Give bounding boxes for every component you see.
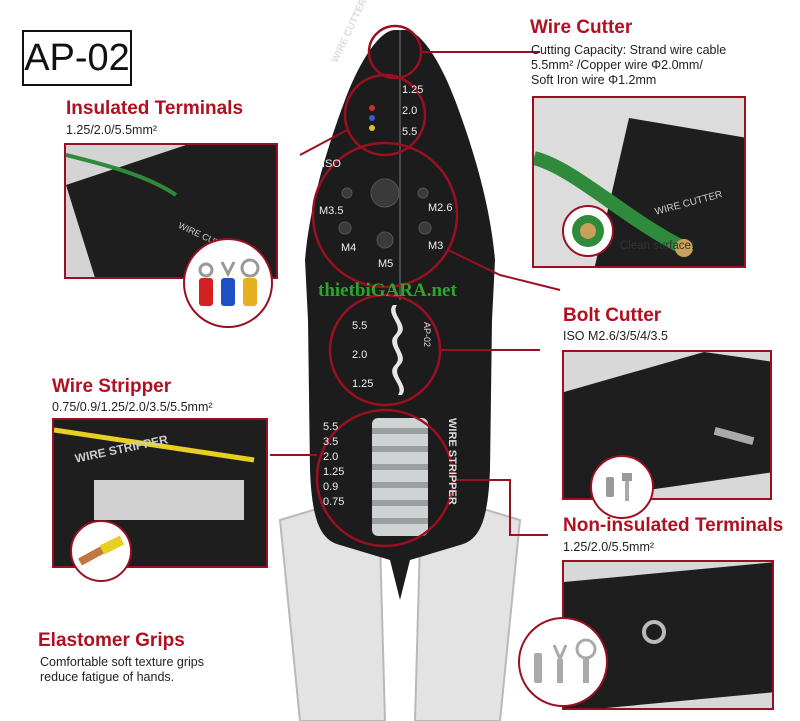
bolt-image bbox=[606, 473, 632, 501]
grips-line1: Comfortable soft texture grips bbox=[40, 655, 204, 669]
crimp-slot bbox=[391, 305, 404, 395]
stripped-wire-image bbox=[78, 535, 125, 566]
stripper-label: 3.5 bbox=[323, 436, 339, 448]
crimp-label: 2.0 bbox=[402, 105, 418, 117]
wire-stripper-bubble bbox=[70, 520, 132, 582]
callout-stripper bbox=[315, 408, 455, 548]
wire-cross-section bbox=[572, 215, 604, 247]
tool-body bbox=[305, 30, 495, 600]
tool-crimp-labels: 1.25 2.0 5.5 bbox=[402, 80, 423, 143]
bolt-cutter-bubble bbox=[590, 455, 654, 519]
wire-cutter-photo bbox=[534, 98, 744, 266]
watermark: thietbiGARA.net bbox=[318, 280, 457, 301]
wire-cutter-desc: Cutting Capacity: Strand wire cable 5.5m… bbox=[531, 43, 726, 88]
grips-desc: Comfortable soft texture grips reduce fa… bbox=[40, 655, 204, 685]
bolt-cutter-title: Bolt Cutter bbox=[563, 305, 662, 326]
stripper-label: 0.9 bbox=[323, 481, 339, 493]
non-insulated-title: Non-insulated Terminals bbox=[563, 515, 784, 536]
callout-insulated bbox=[343, 73, 427, 157]
wire-stripper-desc: 0.75/0.9/1.25/2.0/3.5/5.5mm² bbox=[52, 400, 213, 414]
insulated-desc: 1.25/2.0/5.5mm² bbox=[66, 123, 158, 137]
wire-cutter-line1: Cutting Capacity: Strand wire cable bbox=[531, 43, 727, 57]
bolt-cutter-desc: ISO M2.6/3/5/4/3.5 bbox=[563, 329, 668, 343]
wire-cutter-line2: 5.5mm² /Copper wire Φ2.0mm/ bbox=[531, 58, 703, 72]
stripper-label: 2.0 bbox=[323, 451, 339, 463]
wire-cutter-title: Wire Cutter bbox=[530, 17, 633, 38]
clean-surface-note: Clean surface! bbox=[620, 240, 695, 252]
bolt-label: M3.5 bbox=[319, 205, 344, 217]
insulated-terminals-bubble bbox=[183, 238, 273, 328]
model-label: AP-02 bbox=[22, 30, 132, 86]
wire-cutter-detail-bubble bbox=[562, 205, 614, 257]
grips-line2: reduce fatigue of hands. bbox=[40, 670, 175, 684]
tool-model-mark: AP-02 bbox=[422, 322, 432, 348]
wire-cutter-line3: Soft Iron wire Φ1.2mm bbox=[531, 73, 657, 87]
insulated-terminals-image bbox=[198, 258, 260, 306]
bolt-label: M4 bbox=[341, 242, 357, 254]
crimp-label: 1.25 bbox=[402, 84, 424, 96]
bolt-label: M3 bbox=[428, 240, 444, 252]
grips-title: Elastomer Grips bbox=[38, 630, 185, 651]
wire-stripper-title: Wire Stripper bbox=[52, 376, 172, 397]
tool-iso-label: ISO bbox=[322, 158, 341, 170]
bolt-label: M5 bbox=[378, 258, 394, 270]
non-insulated-terminals-image bbox=[534, 638, 597, 683]
stripper-label: 1.25 bbox=[323, 466, 345, 478]
wire-stripper-panel: WIRE STRIPPER bbox=[52, 418, 268, 568]
wire-stripper-photo bbox=[54, 420, 266, 566]
tool-stripper-text: WIRE STRIPPER bbox=[446, 418, 458, 505]
callout-bolt bbox=[311, 141, 459, 289]
tool-nonins-labels: 5.5 2.0 1.25 bbox=[352, 312, 373, 399]
nonins-label: 2.0 bbox=[352, 349, 368, 361]
nonins-label: 5.5 bbox=[352, 320, 368, 332]
insulated-title: Insulated Terminals bbox=[66, 98, 244, 119]
tool-stripper-labels: 5.5 3.5 2.0 1.25 0.9 0.75 bbox=[323, 420, 344, 510]
nonins-label: 1.25 bbox=[352, 378, 374, 390]
stripper-label: 0.75 bbox=[323, 496, 345, 508]
non-insulated-bubble bbox=[518, 617, 608, 707]
crimp-label: 5.5 bbox=[402, 126, 418, 138]
bolt-label: M2.6 bbox=[428, 202, 453, 214]
non-insulated-desc: 1.25/2.0/5.5mm² bbox=[563, 540, 655, 554]
stripper-label: 5.5 bbox=[323, 421, 339, 433]
